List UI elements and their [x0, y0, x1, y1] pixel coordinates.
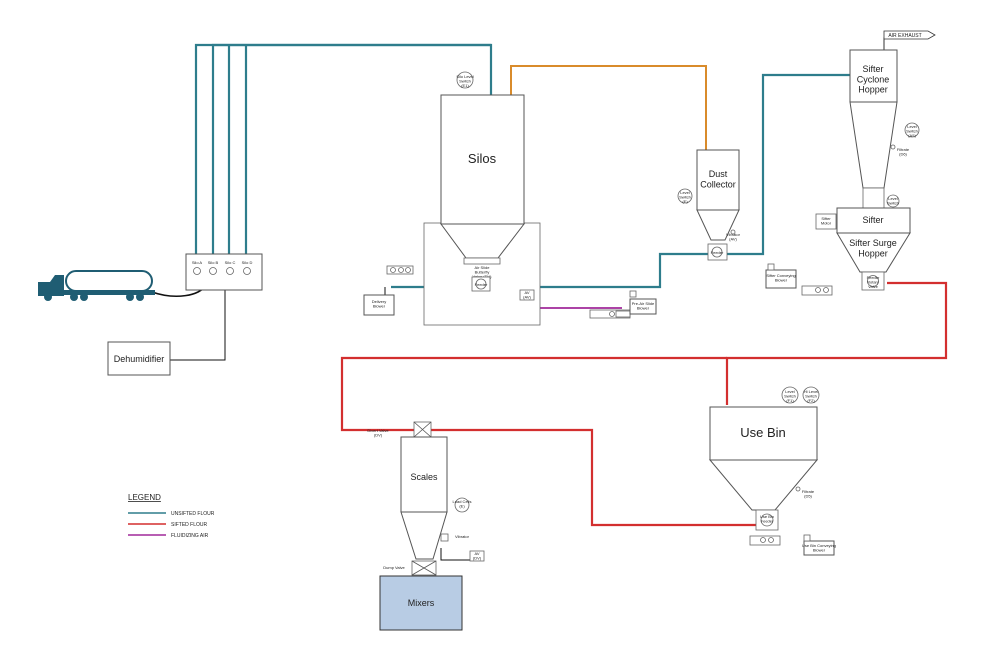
silo-a-label: Silo A	[192, 260, 203, 265]
svg-text:Filtrate(D6): Filtrate(D6)	[897, 147, 910, 157]
scales-assembly: Divert Valve(DV) Scales Load Cells(E) Vi…	[367, 421, 485, 631]
svg-text:Filtrate(D5): Filtrate(D5)	[802, 489, 815, 499]
legend-title: LEGEND	[128, 493, 161, 502]
silo-c-label: Silo C	[225, 260, 236, 265]
silo-level-switch	[456, 71, 474, 89]
svg-text:AV(DV): AV(DV)	[473, 551, 482, 561]
air-valve	[519, 289, 535, 301]
mixers-label: Mixers	[408, 598, 435, 608]
svg-text:Dump Valve: Dump Valve	[383, 565, 405, 570]
sifter-label: Sifter	[862, 215, 883, 225]
butterfly-valve	[463, 257, 501, 265]
scales-label: Scales	[410, 472, 438, 482]
svg-text:Vibrator: Vibrator	[455, 534, 470, 539]
silo-d-label: Silo D	[242, 260, 253, 265]
legend-unsifted: UNSIFTED FLOUR	[171, 511, 215, 517]
legend-fluidizing: FLUIDIZING AIR	[171, 533, 209, 539]
dehumidifier-label: Dehumidifier	[114, 354, 165, 364]
svg-text:Divert Valve(DV): Divert Valve(DV)	[367, 428, 389, 438]
silo-b-label: Silo B	[208, 260, 219, 265]
dehumidifier-box	[107, 341, 171, 376]
svg-text:Load Cells(E): Load Cells(E)	[453, 499, 472, 509]
use-bin-label: Use Bin	[740, 425, 786, 440]
legend: LEGEND UNSIFTED FLOUR SIFTED FLOUR FLUID…	[128, 493, 215, 539]
svg-text:AV(AV): AV(AV)	[523, 290, 531, 300]
svg-text:Vibrator(AV): Vibrator(AV)	[726, 232, 741, 242]
silo-selector-panel: Silo A Silo B Silo C Silo D	[185, 253, 263, 291]
sifted-flour-lines	[340, 281, 948, 527]
legend-sifted: SIFTED FLOUR	[171, 522, 208, 528]
air-exhaust-label: AIR EXHAUST	[888, 33, 921, 39]
feeder-icon	[475, 278, 487, 290]
silos-label: Silos	[468, 151, 497, 166]
tanker-truck	[38, 270, 155, 301]
dust-feeder-icon	[711, 246, 723, 258]
dust-line	[510, 65, 707, 150]
svg-text:Feeder: Feeder	[475, 282, 488, 287]
mixers-box	[379, 575, 463, 631]
svg-text:Feeder: Feeder	[711, 250, 724, 255]
